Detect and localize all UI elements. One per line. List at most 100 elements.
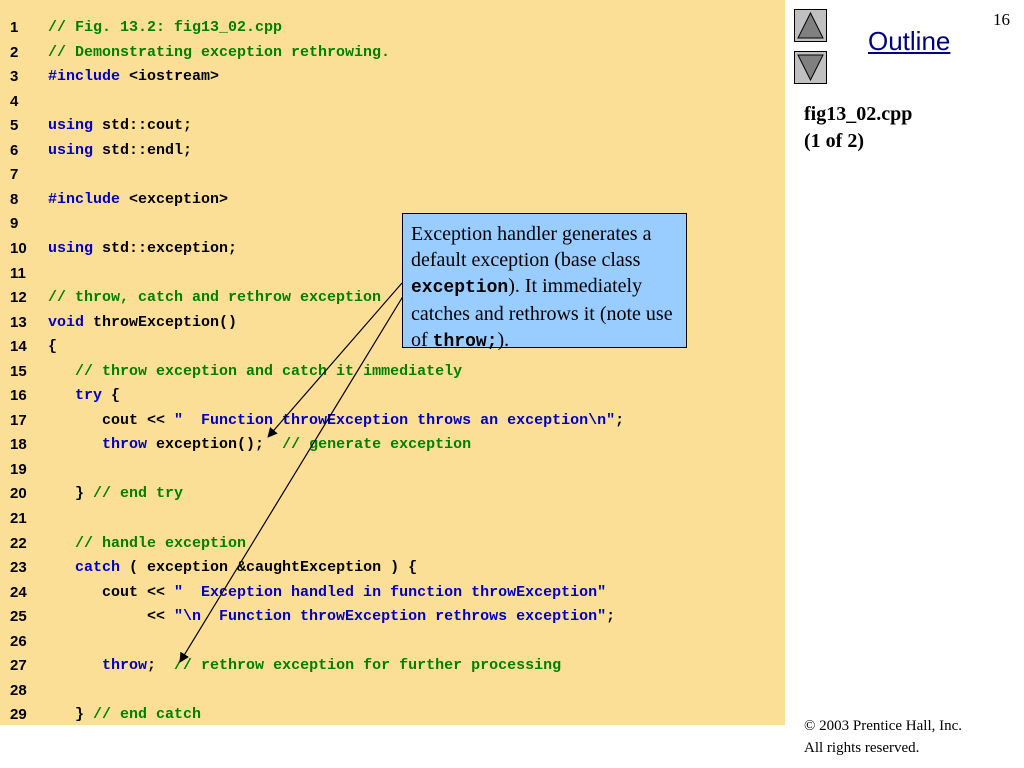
line-number: 2 [10,43,19,61]
line-number: 6 [10,141,19,159]
code-line: 4 [0,93,785,117]
code-token: std::cout; [93,117,193,135]
code-token: std::exception; [93,239,238,257]
previous-slide-button[interactable] [794,9,827,42]
code-line: 23 catch ( exception &caughtException ) … [0,559,785,583]
code-line: 2 // Demonstrating exception rethrowing. [0,44,785,68]
code-text: << "\n Function throwException rethrows … [48,608,615,625]
code-token: ( exception &caughtException ) { [120,559,418,577]
code-text: using std::exception; [48,240,237,257]
code-text: using std::endl; [48,142,192,159]
code-token: ; [147,657,175,675]
code-token: << [48,608,175,626]
code-token: " Exception handled in function throwExc… [174,583,607,601]
copyright: © 2003 Prentice Hall, Inc. [804,718,963,734]
code-text: #include <exception> [48,191,228,208]
rights-reserved: All rights reserved. [804,740,920,756]
line-number: 14 [10,338,27,356]
code-line: 25 << "\n Function throwException rethro… [0,608,785,632]
code-line: 29 } // end catch [0,706,785,730]
code-line: 15 // throw exception and catch it immed… [0,363,785,387]
code-token: } [48,706,94,724]
callout-text-2: ). It immediately catches and rethrows i… [411,275,673,351]
outline-link[interactable]: Outline [868,26,951,56]
code-token: exception(); [147,436,283,454]
code-text: throw; // rethrow exception for further … [48,657,561,674]
line-number: 28 [10,681,27,699]
code-line: 1// Fig. 13.2: fig13_02.cpp [0,19,785,43]
code-text: #include <iostream> [48,68,219,85]
code-token [48,363,75,380]
line-number: 15 [10,362,27,380]
code-text: { [48,338,57,355]
code-token: throw [102,436,148,454]
code-text: cout << " Exception handled in function … [48,584,606,601]
code-token: ; [606,608,616,626]
code-token: try [75,387,103,405]
code-text: // throw exception and catch it immediat… [48,363,462,380]
line-number: 25 [10,608,27,626]
callout-text-3: ). [497,329,510,351]
file-part: (1 of 2) [804,130,864,152]
code-line: 7 [0,166,785,190]
triangle-down-icon [797,54,824,82]
code-text: // handle exception [48,535,246,552]
code-token: cout << [48,411,175,429]
code-text: catch ( exception &caughtException ) { [48,559,417,576]
line-number: 17 [10,411,27,429]
code-token: #include [48,68,121,86]
code-token: } [48,485,94,503]
code-text: // throw, catch and rethrow exception [48,289,381,306]
code-text: using std::cout; [48,117,192,134]
code-line: 18 throw exception(); // generate except… [0,436,785,460]
next-slide-button[interactable] [794,51,827,84]
code-token: void [48,313,85,331]
code-line: 16 try { [0,387,785,411]
code-token: throwException() [84,313,238,331]
line-number: 22 [10,534,27,552]
line-number: 26 [10,632,27,650]
code-token: catch [75,559,121,577]
code-token: "\n Function throwException rethrows exc… [174,608,607,626]
code-text: // Demonstrating exception rethrowing. [48,44,390,61]
code-token: #include [48,190,121,208]
line-number: 29 [10,706,27,724]
line-number: 23 [10,559,27,577]
code-line: 21 [0,510,785,534]
line-number: 13 [10,313,27,331]
code-token: <exception> [120,190,229,208]
code-line: 28 [0,682,785,706]
line-number: 21 [10,510,27,527]
line-number: 16 [10,387,27,405]
page-number: 16 [993,10,1010,29]
line-number: 4 [10,92,19,110]
code-text: } // end catch [48,706,201,723]
callout-code-exception: exception [411,278,509,298]
code-token: std::endl; [93,141,193,159]
line-number: 5 [10,117,19,135]
code-line: 14 { [0,338,785,362]
code-token: // generate exception [282,436,472,454]
code-token: { [102,387,121,405]
code-token: ; [615,411,625,429]
code-token: using [48,141,94,159]
code-token: // rethrow exception for further process… [174,657,562,675]
line-number: 11 [10,264,26,282]
code-token: using [48,239,94,257]
code-token: // end try [93,485,184,503]
code-line: 8 #include <exception> [0,191,785,215]
callout-box: Exception handler generates a default ex… [402,213,687,352]
line-number: 7 [10,166,19,184]
code-line: 20 } // end try [0,485,785,509]
code-line: 5 using std::cout; [0,117,785,141]
code-token: // throw exception and catch it immediat… [75,362,463,380]
callout-text-1: Exception handler generates a default ex… [411,223,652,271]
line-number: 3 [10,68,19,86]
code-line: 6 using std::endl; [0,142,785,166]
line-number: 8 [10,190,19,208]
line-number: 19 [10,460,27,478]
line-number: 1 [10,19,19,36]
code-token: { [48,338,58,356]
code-text: cout << " Function throwException throws… [48,412,624,429]
